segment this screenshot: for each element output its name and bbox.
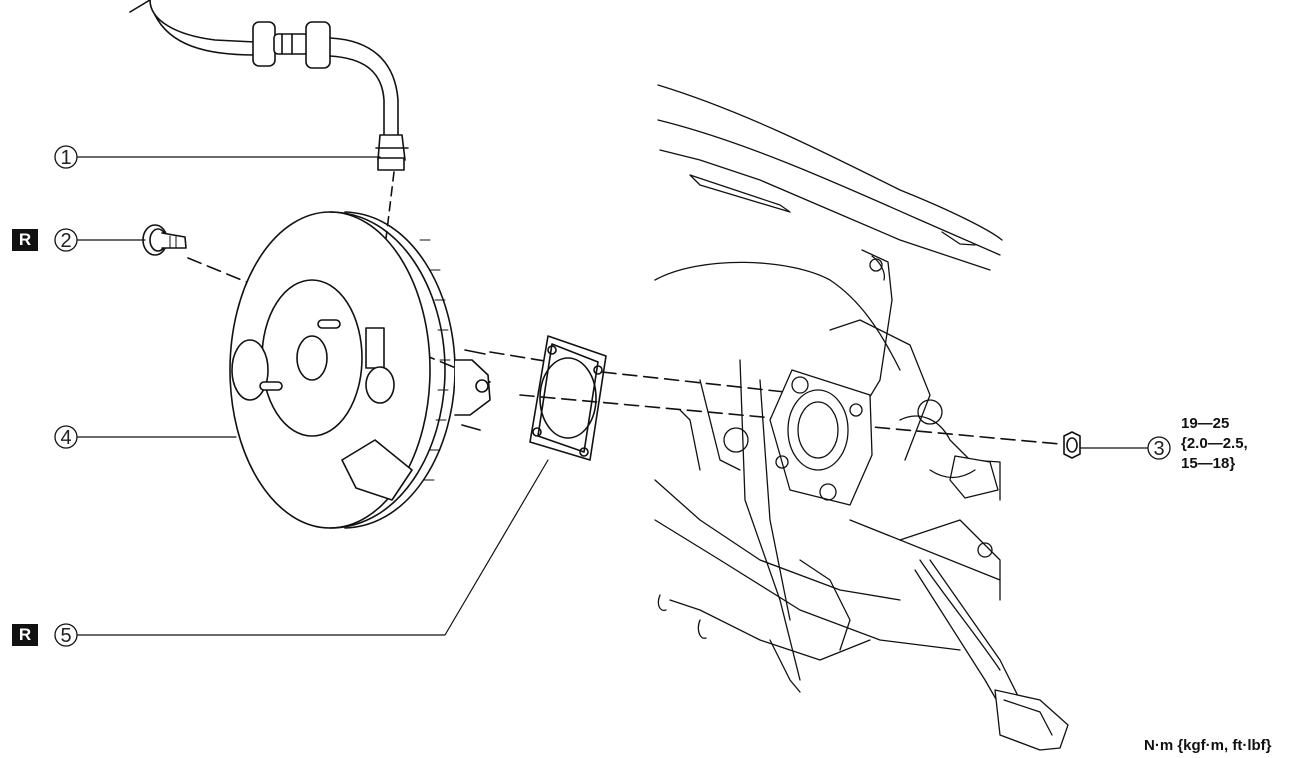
units-note: N·m {kgf·m, ft·lbf} xyxy=(1144,737,1272,754)
callout-4-number: 4 xyxy=(60,427,71,449)
replace-badge-part-2: R xyxy=(12,229,38,251)
callout-3: 3 xyxy=(1079,436,1171,460)
torque-line-3: 15—18} xyxy=(1181,455,1236,472)
torque-spec: 19—25 {2.0—2.5, 15—18} xyxy=(1181,414,1248,474)
callout-5: 5 xyxy=(54,459,549,647)
vehicle-body-illustration xyxy=(654,84,1069,751)
replace-badge-part-5: R xyxy=(12,624,38,646)
callout-1-number: 1 xyxy=(60,147,71,169)
callout-4: 4 xyxy=(54,425,237,449)
callout-2: 2 xyxy=(54,228,146,252)
torque-line-1: 19—25 xyxy=(1181,415,1230,432)
torque-line-2: {2.0—2.5, xyxy=(1181,435,1248,452)
callout-1: 1 xyxy=(54,145,381,169)
power-brake-unit-illustration xyxy=(229,211,601,529)
fitting-illustration xyxy=(142,224,491,383)
callout-2-number: 2 xyxy=(60,230,71,252)
callout-5-number: 5 xyxy=(60,625,71,647)
nut-illustration xyxy=(1063,431,1081,459)
callout-3-number: 3 xyxy=(1153,438,1164,460)
